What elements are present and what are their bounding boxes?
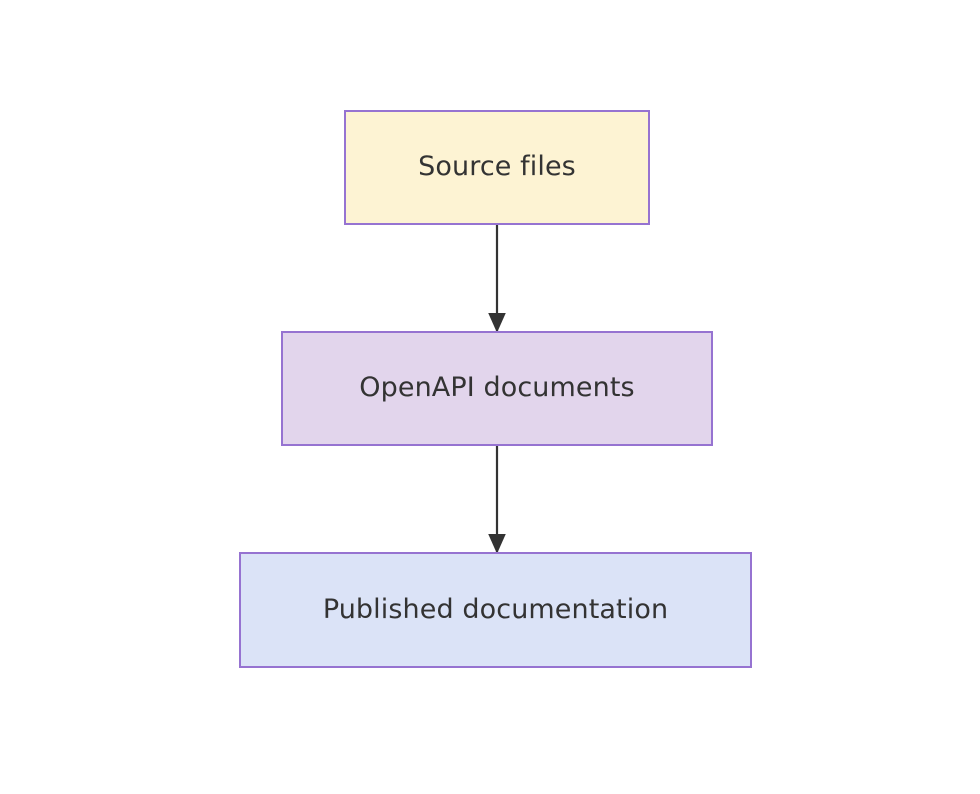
node-openapi-documents-label: OpenAPI documents [359,372,635,404]
node-source-files[interactable]: Source files [344,110,650,225]
node-openapi-documents[interactable]: OpenAPI documents [281,331,713,446]
node-published-documentation-label: Published documentation [322,593,669,625]
node-published-documentation[interactable]: Published documentation [239,552,752,668]
node-source-files-label: Source files [418,151,576,183]
